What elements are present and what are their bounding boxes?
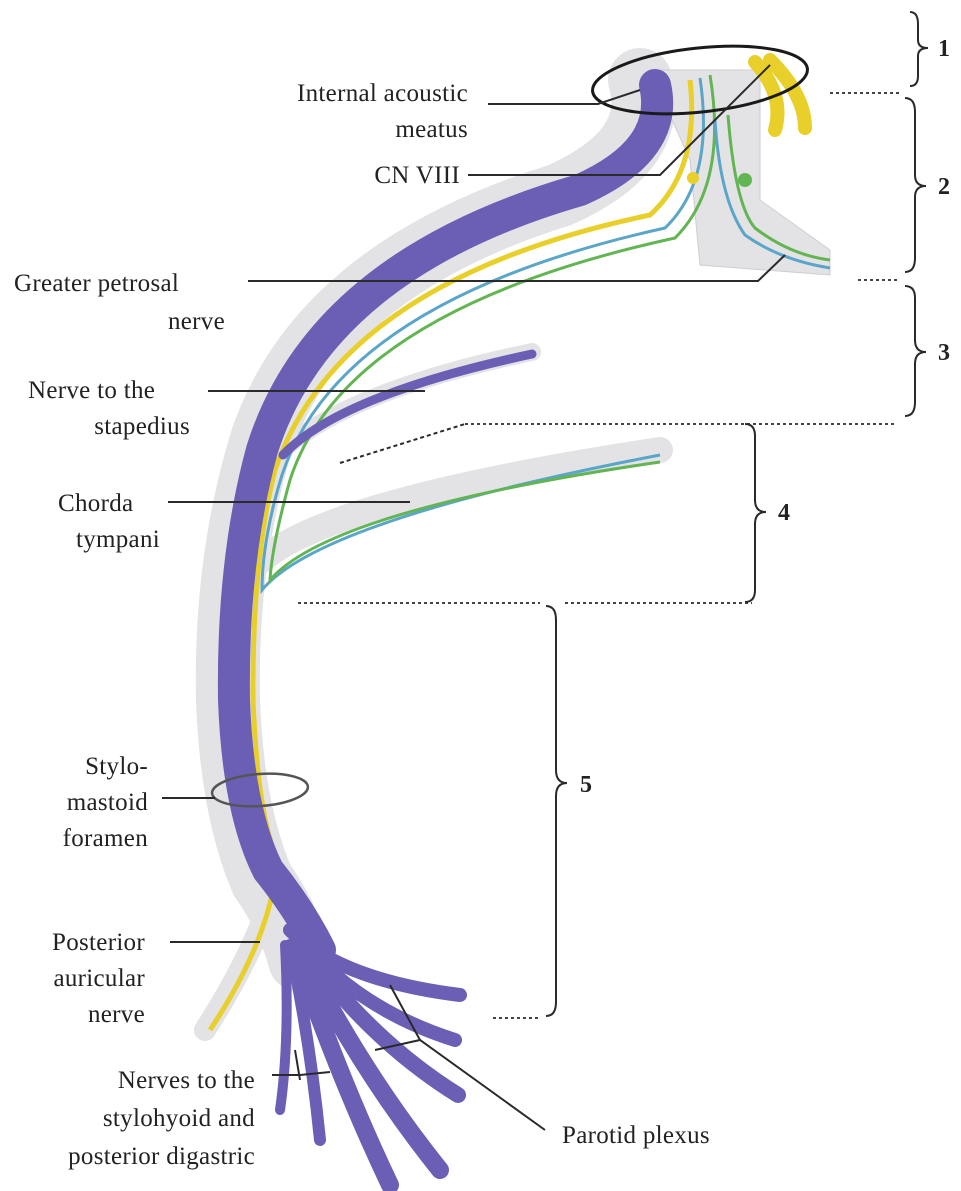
label-chorda-tympani-line2: tympani — [76, 526, 160, 553]
segment-number-1: 1 — [938, 36, 950, 62]
label-internal-acoustic-meatus-line2: meatus — [395, 116, 468, 143]
segment-number-4: 4 — [778, 500, 790, 526]
label-stylomastoid-line3: foramen — [63, 825, 149, 852]
label-nerves-stylohyoid-line2: stylohyoid and — [103, 1105, 255, 1132]
label-stylomastoid-line1: Stylo- — [85, 753, 148, 780]
label-posterior-auricular-line3: nerve — [88, 1001, 145, 1028]
segment-number-3: 3 — [938, 340, 950, 366]
label-internal-acoustic-meatus-line1: Internal acoustic — [297, 80, 468, 107]
label-posterior-auricular-line1: Posterior — [52, 929, 145, 956]
motor-fibres — [234, 85, 657, 1185]
label-stylomastoid-line2: mastoid — [67, 789, 148, 816]
label-chorda-tympani-line1: Chorda — [58, 490, 133, 517]
label-posterior-auricular-line2: auricular — [53, 965, 145, 992]
label-parotid-plexus: Parotid plexus — [562, 1122, 710, 1149]
label-greater-petrosal-line1: Greater petrosal — [14, 270, 179, 297]
label-nerves-stylohyoid-line1: Nerves to the — [118, 1067, 255, 1094]
label-nerves-stylohyoid-line3: posterior digastric — [68, 1143, 255, 1170]
segment-number-5: 5 — [580, 772, 592, 798]
label-greater-petrosal-line2: nerve — [168, 308, 225, 335]
segment-guides — [298, 93, 900, 1018]
label-nerve-to-stapedius-line2: stapedius — [94, 413, 190, 440]
label-cn8: CN VIII — [374, 162, 460, 189]
label-nerve-to-stapedius-line1: Nerve to the — [28, 377, 155, 404]
segment-number-2: 2 — [938, 174, 950, 200]
